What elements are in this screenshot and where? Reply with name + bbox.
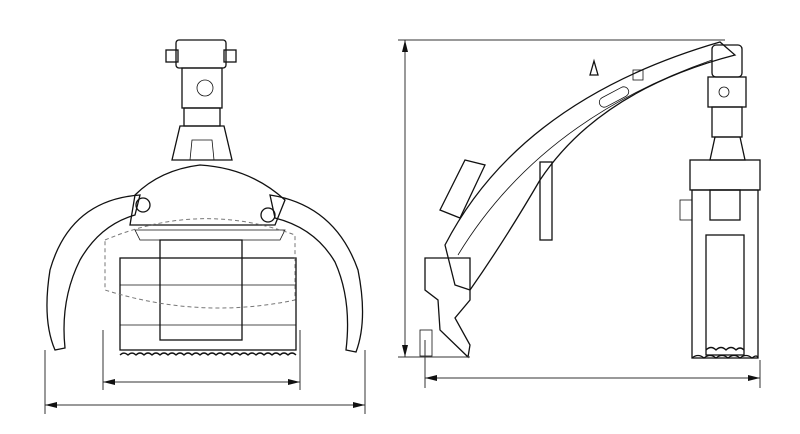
side-dimensions	[398, 39, 761, 388]
front-view	[44, 39, 366, 414]
bucket	[104, 218, 297, 356]
side-rotator	[707, 44, 747, 161]
grapple-body	[129, 164, 286, 241]
rotator	[165, 39, 237, 161]
boom-arm	[439, 41, 737, 291]
base-mount	[419, 257, 471, 359]
front-dimensions	[44, 330, 366, 414]
side-grapple	[679, 159, 761, 359]
side-view	[398, 39, 761, 388]
right-jaw	[269, 194, 364, 353]
left-jaw	[46, 194, 141, 351]
